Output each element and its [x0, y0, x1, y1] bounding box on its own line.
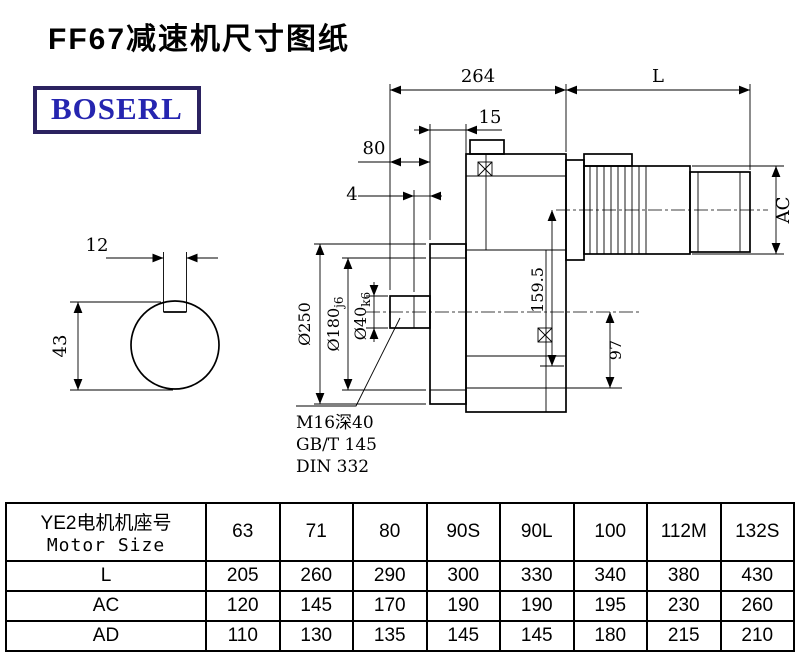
brand-logo: BOSERL — [33, 86, 201, 134]
gear-housing — [465, 153, 567, 413]
table-cell: 380 — [646, 560, 722, 592]
size-132S: 132S — [719, 502, 795, 562]
table-cell: 210 — [719, 620, 795, 652]
table-cell: 130 — [278, 620, 354, 652]
dim-80: 80 — [363, 138, 386, 159]
motor-size-label-en: Motor Size — [46, 535, 166, 556]
table-cell: 205 — [205, 560, 281, 592]
table-cell: 135 — [352, 620, 428, 652]
note-din: DIN 332 — [296, 457, 369, 477]
dim-4: 4 — [346, 184, 357, 205]
table-cell: 195 — [572, 590, 648, 622]
row-label-AD: AD — [5, 620, 207, 652]
size-90L: 90L — [499, 502, 575, 562]
table-cell: 260 — [719, 590, 795, 622]
brand-logo-text: BOSERL — [51, 91, 183, 126]
shaft-end-view: 12 43 — [50, 235, 220, 391]
main-side-view — [366, 139, 768, 413]
dim-L: L — [652, 66, 664, 87]
table-cell: 110 — [205, 620, 281, 652]
dim-dia250: Ø250 — [295, 302, 314, 346]
table-cell: 145 — [278, 590, 354, 622]
dim-dia180: Ø180j6 — [324, 296, 346, 351]
oil-plug-top — [477, 161, 493, 177]
dim-264: 264 — [461, 66, 495, 87]
motor-terminal-box — [583, 153, 633, 167]
table-cell: 300 — [425, 560, 501, 592]
fan-cover — [689, 171, 751, 253]
size-112M: 112M — [646, 502, 722, 562]
dim-15: 15 — [479, 107, 502, 128]
dim-97: 97 — [606, 340, 625, 360]
table-cell: 260 — [278, 560, 354, 592]
table-cell: 290 — [352, 560, 428, 592]
table-cell: 170 — [352, 590, 428, 622]
table-row-AC: AC 120 145 170 190 190 195 230 260 — [5, 590, 795, 622]
table-cell: 330 — [499, 560, 575, 592]
note-tap: M16深40 — [296, 413, 374, 433]
note-gb: GB/T 145 — [296, 435, 377, 455]
table-cell: 145 — [499, 620, 575, 652]
thread-leader-line — [296, 317, 401, 407]
table-cell: 120 — [205, 590, 281, 622]
table-row-L: L 205 260 290 300 330 340 380 430 — [5, 560, 795, 592]
motor-size-header-cell: YE2电机机座号 Motor Size — [5, 502, 207, 562]
table-cell: 190 — [499, 590, 575, 622]
shaft-section-circle — [130, 300, 220, 390]
table-cell: 215 — [646, 620, 722, 652]
motor-cooling-fins — [589, 166, 647, 254]
row-label-AC: AC — [5, 590, 207, 622]
size-71: 71 — [278, 502, 354, 562]
table-cell: 180 — [572, 620, 648, 652]
housing-top-boss — [469, 139, 505, 155]
page-title: FF67减速机尺寸图纸 — [48, 23, 351, 56]
size-63: 63 — [205, 502, 281, 562]
table-cell: 340 — [572, 560, 648, 592]
dim-159-5: 159.5 — [528, 267, 547, 313]
row-label-L: L — [5, 560, 207, 592]
dim-AC: AC — [773, 197, 794, 225]
motor-size-label-cn: YE2电机机座号 — [40, 513, 172, 534]
table-cell: 230 — [646, 590, 722, 622]
table-cell: 145 — [425, 620, 501, 652]
mounting-flange — [429, 243, 467, 405]
table-cell: 430 — [719, 560, 795, 592]
dimension-table: YE2电机机座号 Motor Size 63 71 80 90S 90L 100… — [5, 502, 795, 652]
table-row-AD: AD 110 130 135 145 145 180 215 210 — [5, 620, 795, 652]
oil-plug-bottom — [537, 327, 553, 343]
dim-key-width: 12 — [86, 235, 109, 256]
dimension-drawing: 12 43 — [50, 66, 794, 477]
size-90S: 90S — [425, 502, 501, 562]
table-header-row: YE2电机机座号 Motor Size 63 71 80 90S 90L 100… — [5, 502, 795, 562]
dim-key-height: 43 — [50, 335, 71, 358]
dimensions: 264 L 15 80 4 AC 159.5 97 — [295, 66, 794, 477]
table-cell: 190 — [425, 590, 501, 622]
dim-dia40: Ø40k6 — [351, 292, 373, 340]
size-100: 100 — [572, 502, 648, 562]
size-80: 80 — [352, 502, 428, 562]
